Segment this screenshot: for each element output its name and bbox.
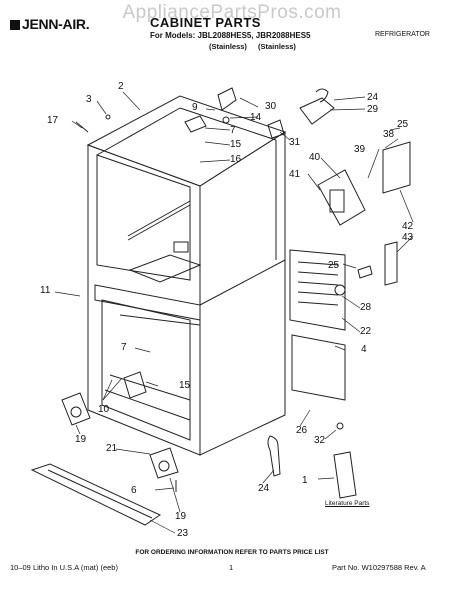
brand-mark-icon bbox=[10, 20, 20, 30]
callout-9: 9 bbox=[192, 102, 198, 113]
literature-parts-label: Literature Parts bbox=[325, 500, 370, 507]
model-list: For Models: JBL2088HES5, JBR2088HES5 bbox=[150, 31, 311, 40]
callout-41: 41 bbox=[289, 169, 301, 180]
callout-31: 31 bbox=[289, 137, 301, 148]
callout-25-mid: 25 bbox=[328, 260, 340, 271]
callout-14: 15 bbox=[230, 139, 242, 150]
watermark: AppliancePartsPros.com bbox=[122, 2, 342, 23]
callout-25-top: 25 bbox=[397, 119, 409, 130]
callout-15: 15 bbox=[179, 380, 191, 391]
callout-21: 22 bbox=[360, 326, 372, 337]
callout-40: 40 bbox=[309, 152, 321, 163]
callout-6: 6 bbox=[131, 485, 137, 496]
model-variant-2: (Stainless) bbox=[258, 42, 296, 51]
callout-26: 26 bbox=[296, 425, 308, 436]
callout-13: 14 bbox=[250, 112, 262, 123]
callout-4: 4 bbox=[361, 344, 367, 355]
lower-parts-drawing bbox=[30, 371, 357, 526]
callout-17: 17 bbox=[47, 115, 59, 126]
model-variant-1: (Stainless) bbox=[209, 42, 247, 51]
brand-logo: JENN-AIR. bbox=[10, 16, 90, 32]
callout-12: 11 bbox=[40, 285, 51, 296]
callout-2: 2 bbox=[118, 81, 124, 92]
callout-43: 43 bbox=[402, 232, 414, 243]
print-info: 10–09 Litho In U.S.A (mat) (eeb) bbox=[10, 563, 118, 572]
callout-32: 32 bbox=[314, 435, 326, 446]
leader-lines bbox=[54, 91, 414, 534]
callout-39: 39 bbox=[354, 144, 366, 155]
page-number: 1 bbox=[229, 563, 234, 572]
callout-11: 10 bbox=[98, 404, 110, 415]
brand-logo-text: JENN-AIR. bbox=[22, 16, 90, 32]
callout-42: 42 bbox=[402, 221, 414, 232]
callout-29: 29 bbox=[367, 104, 379, 115]
callout-16: 16 bbox=[230, 154, 242, 165]
callout-3: 3 bbox=[86, 94, 92, 105]
callout-23: 24 bbox=[367, 92, 379, 103]
callout-24: 24 bbox=[258, 483, 270, 494]
air-duct-drawing bbox=[289, 141, 411, 401]
callout-20: 21 bbox=[106, 443, 118, 454]
cabinet-body-drawing bbox=[86, 95, 287, 456]
page-title: CABINET PARTS bbox=[150, 15, 261, 30]
callout-19-left: 19 bbox=[75, 434, 87, 445]
callout-7: 7 bbox=[121, 342, 127, 353]
callout-19-bottom: 19 bbox=[175, 511, 187, 522]
callout-10: 7 bbox=[230, 125, 236, 136]
category-label: REFRIGERATOR bbox=[375, 31, 430, 38]
hinge-parts-drawing bbox=[75, 87, 335, 139]
callout-28: 28 bbox=[360, 302, 372, 313]
callout-1: 1 bbox=[302, 475, 308, 486]
callout-22: 23 bbox=[177, 528, 189, 539]
callout-30: 30 bbox=[265, 101, 277, 112]
callout-38: 38 bbox=[383, 129, 395, 140]
part-number: Part No. W10297588 Rev. A bbox=[332, 563, 426, 572]
ordering-note: FOR ORDERING INFORMATION REFER TO PARTS … bbox=[135, 549, 329, 556]
